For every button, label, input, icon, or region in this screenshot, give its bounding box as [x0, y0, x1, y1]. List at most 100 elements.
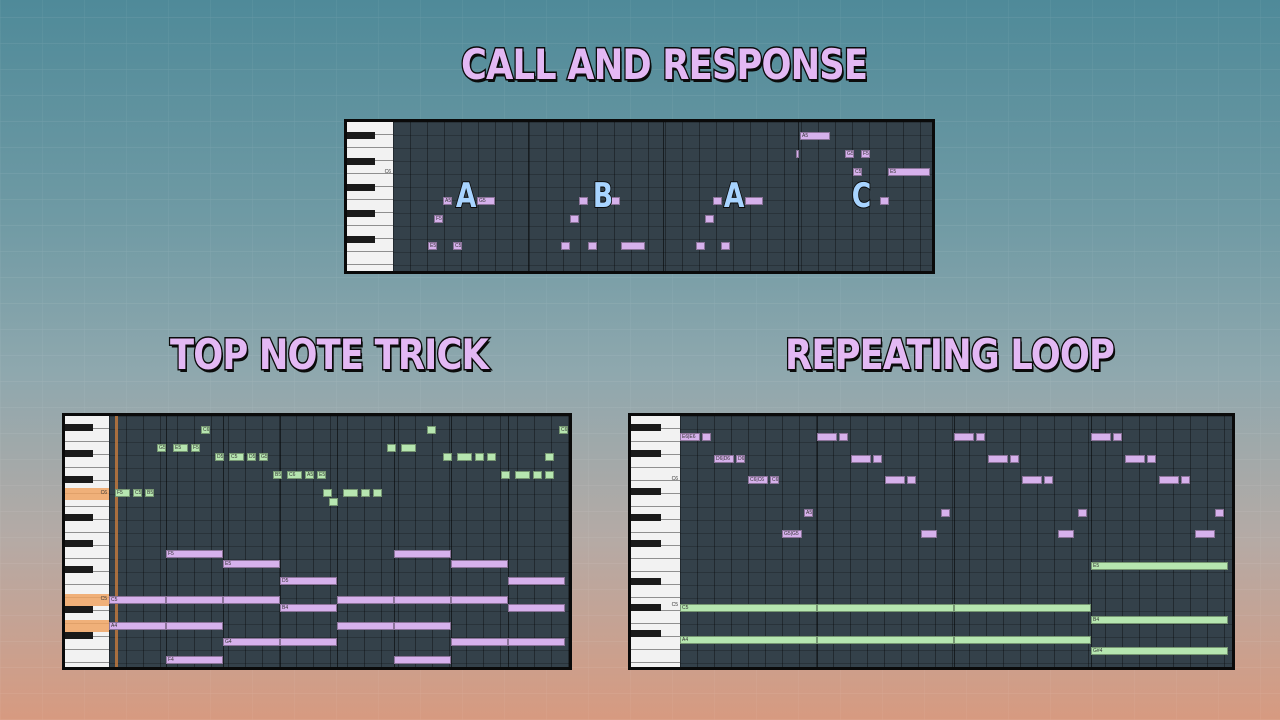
note[interactable] [373, 489, 382, 497]
note[interactable] [588, 242, 597, 250]
note[interactable]: G5 [845, 150, 854, 158]
note[interactable] [508, 577, 565, 585]
note[interactable]: E5 [223, 560, 280, 568]
note[interactable] [1159, 476, 1179, 484]
note[interactable]: F5 [434, 215, 443, 223]
note[interactable] [1044, 476, 1053, 484]
note[interactable]: G5 [477, 197, 495, 205]
note[interactable] [579, 197, 588, 205]
note[interactable]: A4 [680, 636, 817, 644]
note[interactable] [280, 638, 337, 646]
note[interactable]: C6 [559, 426, 568, 434]
note[interactable] [394, 550, 451, 558]
note[interactable]: G5 [157, 444, 166, 452]
note[interactable] [329, 498, 338, 506]
note[interactable] [394, 596, 451, 604]
note[interactable] [166, 596, 223, 604]
note[interactable]: C6 [201, 426, 210, 434]
note[interactable] [1091, 433, 1111, 441]
note[interactable]: E5 [888, 168, 930, 176]
note[interactable] [561, 242, 570, 250]
note[interactable]: G#4 [1091, 647, 1228, 655]
note[interactable] [611, 197, 620, 205]
note[interactable] [1113, 433, 1122, 441]
note[interactable]: E6|E6 [680, 433, 700, 441]
note[interactable] [1195, 530, 1215, 538]
note[interactable] [885, 476, 905, 484]
note[interactable] [545, 471, 554, 479]
note[interactable] [817, 604, 954, 612]
note[interactable] [954, 433, 974, 441]
note[interactable] [1181, 476, 1190, 484]
note[interactable]: E5 [428, 242, 437, 250]
note[interactable] [705, 215, 714, 223]
note[interactable]: C5 [229, 453, 244, 461]
note[interactable] [796, 150, 799, 158]
note[interactable]: C5 [853, 168, 862, 176]
note[interactable] [451, 596, 508, 604]
note[interactable] [457, 453, 472, 461]
note[interactable]: D5 [280, 577, 337, 585]
note[interactable]: A5 [800, 132, 830, 140]
note[interactable]: A5 [305, 471, 314, 479]
note[interactable] [713, 197, 722, 205]
note[interactable] [907, 476, 916, 484]
note[interactable] [337, 596, 394, 604]
note[interactable]: F5 [166, 550, 223, 558]
note[interactable] [166, 622, 223, 630]
note[interactable] [401, 444, 416, 452]
note[interactable]: B4 [1091, 616, 1228, 624]
note[interactable] [1215, 509, 1224, 517]
note[interactable]: A4 [109, 622, 166, 630]
note[interactable]: E5 [173, 444, 188, 452]
note[interactable]: G5 [259, 453, 268, 461]
note[interactable]: F5 [191, 444, 200, 452]
note[interactable]: B4 [280, 604, 337, 612]
note[interactable] [387, 444, 396, 452]
note[interactable] [817, 433, 837, 441]
note[interactable]: G4 [223, 638, 280, 646]
note[interactable]: D5 [247, 453, 256, 461]
note[interactable] [954, 636, 1091, 644]
note[interactable] [570, 215, 579, 223]
note[interactable] [1058, 530, 1074, 538]
note[interactable]: A5 [804, 509, 813, 517]
note[interactable]: C6|C6 [748, 476, 768, 484]
note[interactable]: F5 [861, 150, 870, 158]
note[interactable] [880, 197, 889, 205]
note[interactable] [745, 197, 763, 205]
note[interactable] [337, 622, 394, 630]
note[interactable] [515, 471, 530, 479]
note[interactable]: B5 [273, 471, 282, 479]
note[interactable] [1147, 455, 1156, 463]
playhead[interactable] [115, 416, 118, 667]
note[interactable] [451, 560, 508, 568]
note[interactable] [501, 471, 510, 479]
note[interactable] [873, 455, 882, 463]
note[interactable] [427, 426, 436, 434]
note[interactable] [839, 433, 848, 441]
note[interactable] [394, 656, 451, 664]
note[interactable]: C5 [680, 604, 817, 612]
note[interactable] [343, 489, 358, 497]
note[interactable] [451, 638, 508, 646]
note[interactable] [721, 242, 730, 250]
note[interactable]: C5 [453, 242, 462, 250]
note[interactable] [443, 453, 452, 461]
note[interactable] [621, 242, 645, 250]
note[interactable] [508, 604, 565, 612]
note[interactable] [1078, 509, 1087, 517]
note[interactable] [1010, 455, 1019, 463]
note[interactable] [323, 489, 332, 497]
note[interactable] [1022, 476, 1042, 484]
note[interactable]: D6 [736, 455, 745, 463]
note[interactable]: D5 [215, 453, 224, 461]
note[interactable] [394, 622, 451, 630]
note[interactable] [487, 453, 496, 461]
note[interactable]: C6 [770, 476, 779, 484]
note[interactable] [941, 509, 950, 517]
note[interactable]: F5 [115, 489, 130, 497]
note[interactable]: A5 [443, 197, 452, 205]
note[interactable] [475, 453, 484, 461]
note[interactable]: C6 [287, 471, 302, 479]
